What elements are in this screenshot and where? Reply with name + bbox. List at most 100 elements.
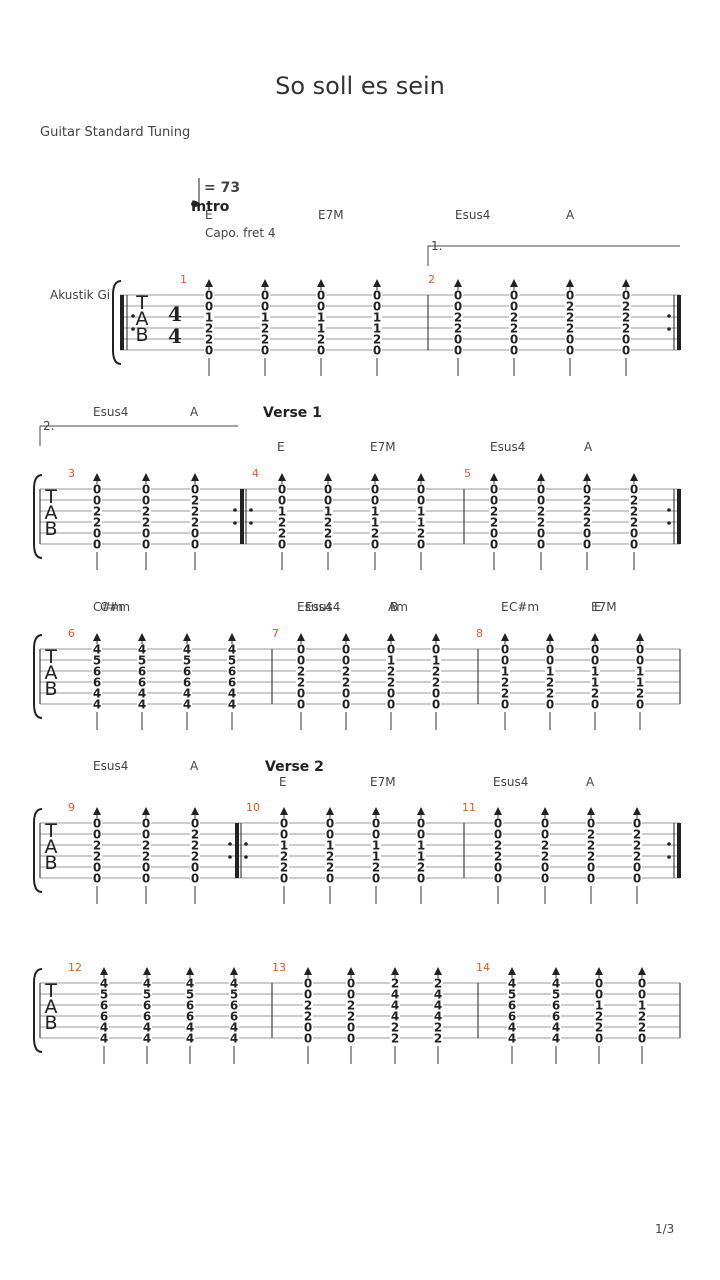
- fret-number: 2: [342, 665, 350, 679]
- fret-number: 2: [633, 839, 641, 853]
- fret-number: 6: [100, 1010, 108, 1024]
- fret-number: 0: [280, 817, 288, 831]
- fret-number: 0: [510, 333, 518, 347]
- fret-number: 2: [638, 1010, 646, 1024]
- fret-number: 0: [501, 654, 509, 668]
- fret-number: 1: [387, 654, 395, 668]
- section-label: Verse 2: [265, 759, 324, 775]
- measure-number: 12: [68, 961, 82, 974]
- chord-name: Esus4: [305, 600, 341, 614]
- fret-number: 0: [387, 698, 395, 712]
- measure-number: 5: [464, 467, 471, 480]
- fret-number: 2: [261, 333, 269, 347]
- chord-name: E7M: [591, 600, 617, 614]
- strum-arrow-icon: [546, 633, 554, 641]
- fret-number: 0: [373, 344, 381, 358]
- chord-name: Esus4: [490, 440, 526, 454]
- fret-number: 1: [371, 516, 379, 530]
- fret-number: 2: [304, 1010, 312, 1024]
- fret-number: 2: [326, 850, 334, 864]
- page-number: 1/3: [655, 1222, 675, 1236]
- strum-arrow-icon: [93, 473, 101, 481]
- fret-number: 4: [100, 1021, 108, 1035]
- fret-number: 0: [583, 527, 591, 541]
- fret-number: 2: [490, 505, 498, 519]
- fret-number: 0: [454, 333, 462, 347]
- fret-number: 1: [317, 311, 325, 325]
- fret-number: 4: [186, 1021, 194, 1035]
- tuning-label: Guitar Standard Tuning: [40, 125, 191, 140]
- fret-number: 2: [633, 828, 641, 842]
- fret-number: 0: [93, 817, 101, 831]
- strum-arrow-icon: [595, 967, 603, 975]
- fret-number: 0: [417, 483, 425, 497]
- fret-number: 4: [100, 977, 108, 991]
- fret-number: 4: [228, 643, 236, 657]
- fret-number: 0: [622, 333, 630, 347]
- fret-number: 0: [142, 817, 150, 831]
- strum-arrow-icon: [183, 633, 191, 641]
- tab-clef-letter: B: [44, 1012, 57, 1034]
- fret-number: 0: [297, 687, 305, 701]
- fret-number: 4: [138, 643, 146, 657]
- fret-number: 4: [183, 643, 191, 657]
- fret-number: 0: [494, 817, 502, 831]
- fret-number: 4: [186, 1032, 194, 1046]
- fret-number: 2: [622, 322, 630, 336]
- fret-number: 4: [228, 687, 236, 701]
- strum-arrow-icon: [93, 633, 101, 641]
- fret-number: 0: [326, 872, 334, 886]
- fret-number: 6: [93, 676, 101, 690]
- fret-number: 2: [297, 665, 305, 679]
- chord-name: A: [586, 775, 595, 789]
- instrument-label: Akustik Gi: [50, 288, 111, 302]
- fret-number: 0: [372, 817, 380, 831]
- strum-arrow-icon: [347, 967, 355, 975]
- strum-arrow-icon: [143, 967, 151, 975]
- fret-number: 0: [591, 654, 599, 668]
- fret-number: 0: [537, 483, 545, 497]
- fret-number: 2: [630, 516, 638, 530]
- fret-number: 0: [261, 289, 269, 303]
- fret-number: 4: [228, 698, 236, 712]
- tab-clef-letter: B: [44, 518, 57, 540]
- fret-number: 0: [583, 538, 591, 552]
- fret-number: 0: [432, 687, 440, 701]
- chord-name: Esus4: [493, 775, 529, 789]
- strum-arrow-icon: [537, 473, 545, 481]
- fret-number: 2: [566, 311, 574, 325]
- fret-number: 2: [142, 839, 150, 853]
- strum-arrow-icon: [280, 807, 288, 815]
- fret-number: 2: [583, 516, 591, 530]
- fret-number: 2: [546, 676, 554, 690]
- fret-number: 1: [371, 505, 379, 519]
- chord-name: E: [277, 440, 285, 454]
- system-brace: [33, 968, 43, 1053]
- chord-name: Am: [388, 600, 408, 614]
- fret-number: 2: [501, 676, 509, 690]
- fret-number: 0: [342, 698, 350, 712]
- strum-arrow-icon: [633, 807, 641, 815]
- fret-number: 1: [417, 839, 425, 853]
- fret-number: 0: [417, 538, 425, 552]
- fret-number: 0: [633, 872, 641, 886]
- fret-number: 2: [342, 676, 350, 690]
- quarter-note-icon: [191, 201, 199, 207]
- fret-number: 2: [297, 676, 305, 690]
- measure-number: 4: [252, 467, 259, 480]
- fret-number: 6: [186, 1010, 194, 1024]
- fret-number: 1: [595, 999, 603, 1013]
- strum-arrow-icon: [638, 967, 646, 975]
- fret-number: 4: [138, 687, 146, 701]
- fret-number: 0: [566, 333, 574, 347]
- fret-number: 2: [371, 527, 379, 541]
- fret-number: 2: [432, 665, 440, 679]
- fret-number: 0: [205, 300, 213, 314]
- fret-number: 0: [371, 538, 379, 552]
- fret-number: 0: [297, 654, 305, 668]
- fret-number: 2: [261, 322, 269, 336]
- fret-number: 2: [566, 300, 574, 314]
- fret-number: 5: [93, 654, 101, 668]
- fret-number: 0: [280, 872, 288, 886]
- fret-number: 0: [541, 828, 549, 842]
